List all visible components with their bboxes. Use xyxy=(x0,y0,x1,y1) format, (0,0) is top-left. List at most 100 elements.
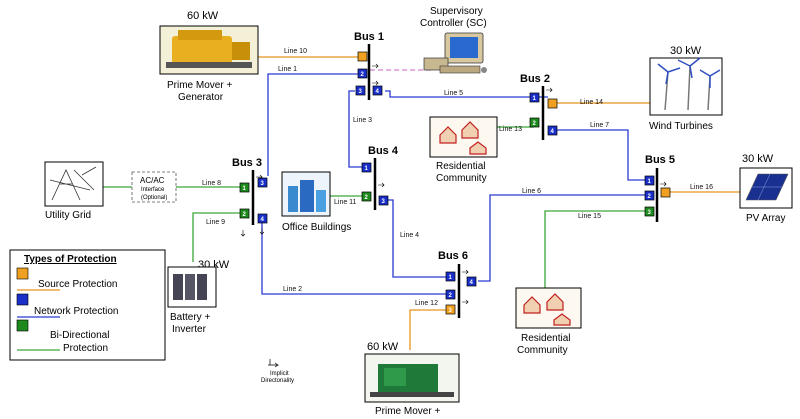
line-1 xyxy=(267,73,360,176)
legend-title: Types of Protection xyxy=(24,254,117,265)
bus-6-label: Bus 6 xyxy=(438,250,468,262)
wind-turbine-icon xyxy=(649,57,723,116)
line-8-label: Line 8 xyxy=(202,180,221,187)
breaker-num: 2 xyxy=(449,293,453,299)
line-7-label: Line 7 xyxy=(590,122,609,129)
breaker-bus2-source xyxy=(547,98,558,109)
breaker-bus1-2 xyxy=(357,68,368,79)
prime-mover-top-power: 60 kW xyxy=(187,10,219,22)
direction-arrows xyxy=(240,63,667,305)
breaker-bus5-2 xyxy=(644,190,655,201)
computer-icon xyxy=(423,32,487,74)
prime-mover-bottom-power: 60 kW xyxy=(367,341,399,353)
breaker-num: 4 xyxy=(376,89,380,95)
implicit-label2: Directonality xyxy=(261,378,294,384)
legend-bidir-swatch xyxy=(16,319,29,332)
implicit-label1: Implicit xyxy=(270,371,289,377)
wind-label: Wind Turbines xyxy=(649,121,713,132)
battery-icon xyxy=(167,266,217,308)
line-4 xyxy=(384,199,448,278)
breaker-num: 2 xyxy=(243,212,247,218)
line-3-label: Line 3 xyxy=(353,117,372,124)
breaker-num: 1 xyxy=(449,275,453,281)
office-label: Office Buildings xyxy=(282,222,351,233)
generator-icon xyxy=(159,25,259,75)
breaker-num: 2 xyxy=(533,121,537,127)
legend-source-swatch xyxy=(16,267,29,280)
line-12 xyxy=(409,309,448,350)
line-14-label: Line 14 xyxy=(580,99,603,106)
line-5-label: Line 5 xyxy=(444,90,463,97)
office-buildings-icon xyxy=(281,171,331,217)
breaker-bus4-3 xyxy=(378,195,389,206)
acac-interface xyxy=(131,171,177,203)
legend-network-swatch xyxy=(16,293,29,306)
breaker-num: 3 xyxy=(359,89,363,95)
residential-houses-icon xyxy=(429,116,498,158)
legend-bidir-label2: Protection xyxy=(63,343,108,354)
breaker-num: 3 xyxy=(449,308,453,314)
breaker-num: 1 xyxy=(648,179,652,185)
prime-mover-bottom-label: Prime Mover + xyxy=(375,406,440,417)
breaker-bus3-3 xyxy=(257,177,268,188)
breaker-num: 4 xyxy=(470,280,474,286)
breaker-bus3-2 xyxy=(239,208,250,219)
breaker-num: 3 xyxy=(261,181,265,187)
breaker-num: 2 xyxy=(365,195,369,201)
line-15 xyxy=(544,210,645,288)
breaker-bus4-2 xyxy=(361,191,372,202)
pv-power: 30 kW xyxy=(742,153,774,165)
bus-1-label: Bus 1 xyxy=(354,31,384,43)
residential-top-label2: Community xyxy=(436,173,487,184)
breaker-bus1-source xyxy=(357,51,368,62)
supervisory-label2: Controller (SC) xyxy=(420,18,487,29)
acac-label1: AC/AC xyxy=(140,176,165,185)
line-5 xyxy=(385,90,548,98)
line-11-label: Line 11 xyxy=(334,199,357,206)
line-9 xyxy=(192,212,240,262)
utility-label: Utility Grid xyxy=(45,210,91,221)
breaker-num: 1 xyxy=(365,166,369,172)
breaker-bus2-4 xyxy=(547,125,558,136)
breaker-bus1-4 xyxy=(372,85,383,96)
battery-label1: Battery + xyxy=(170,312,210,323)
breaker-bus5-source xyxy=(660,187,671,198)
supervisory-label1: Supervisory xyxy=(430,6,483,17)
breaker-bus6-1 xyxy=(445,271,456,282)
prime-mover-top-label2: Generator xyxy=(178,92,224,103)
line-16-label: Line 16 xyxy=(690,184,713,191)
wind-power: 30 kW xyxy=(670,45,702,57)
line-6 xyxy=(478,194,645,282)
breaker-num: 3 xyxy=(648,210,652,216)
line-7 xyxy=(554,129,645,181)
breaker-num: 1 xyxy=(243,186,247,192)
breaker-bus4-1 xyxy=(361,162,372,173)
residential-top-label1: Residential xyxy=(436,161,485,172)
prime-mover-top-label1: Prime Mover + xyxy=(167,80,232,91)
line-2 xyxy=(261,220,448,295)
breaker-num: 3 xyxy=(382,199,386,205)
bus-4-label: Bus 4 xyxy=(368,145,399,157)
breaker-num: 4 xyxy=(551,129,555,135)
breaker-num: 4 xyxy=(261,217,265,223)
breaker-bus2-1 xyxy=(529,92,540,103)
line-3 xyxy=(348,90,367,168)
bus-3-label: Bus 3 xyxy=(232,157,262,169)
solar-panel-icon xyxy=(739,167,793,209)
breaker-bus3-1 xyxy=(239,182,250,193)
acac-label3: (Optional) xyxy=(141,195,167,201)
breaker-bus2-2 xyxy=(529,117,540,128)
pv-label: PV Array xyxy=(746,213,785,224)
breaker-bus5-1 xyxy=(644,175,655,186)
implicit-arrow-icon xyxy=(268,359,280,368)
breaker-bus6-4 xyxy=(466,276,477,287)
breaker-num: 2 xyxy=(648,194,652,200)
bus-2-label: Bus 2 xyxy=(520,73,550,85)
battery-label2: Inverter xyxy=(172,324,207,335)
line-6-label: Line 6 xyxy=(522,188,541,195)
legend-source-label: Source Protection xyxy=(38,279,118,290)
breaker-bus6-3 xyxy=(445,304,456,315)
residential-bottom-label2: Community xyxy=(517,345,568,356)
